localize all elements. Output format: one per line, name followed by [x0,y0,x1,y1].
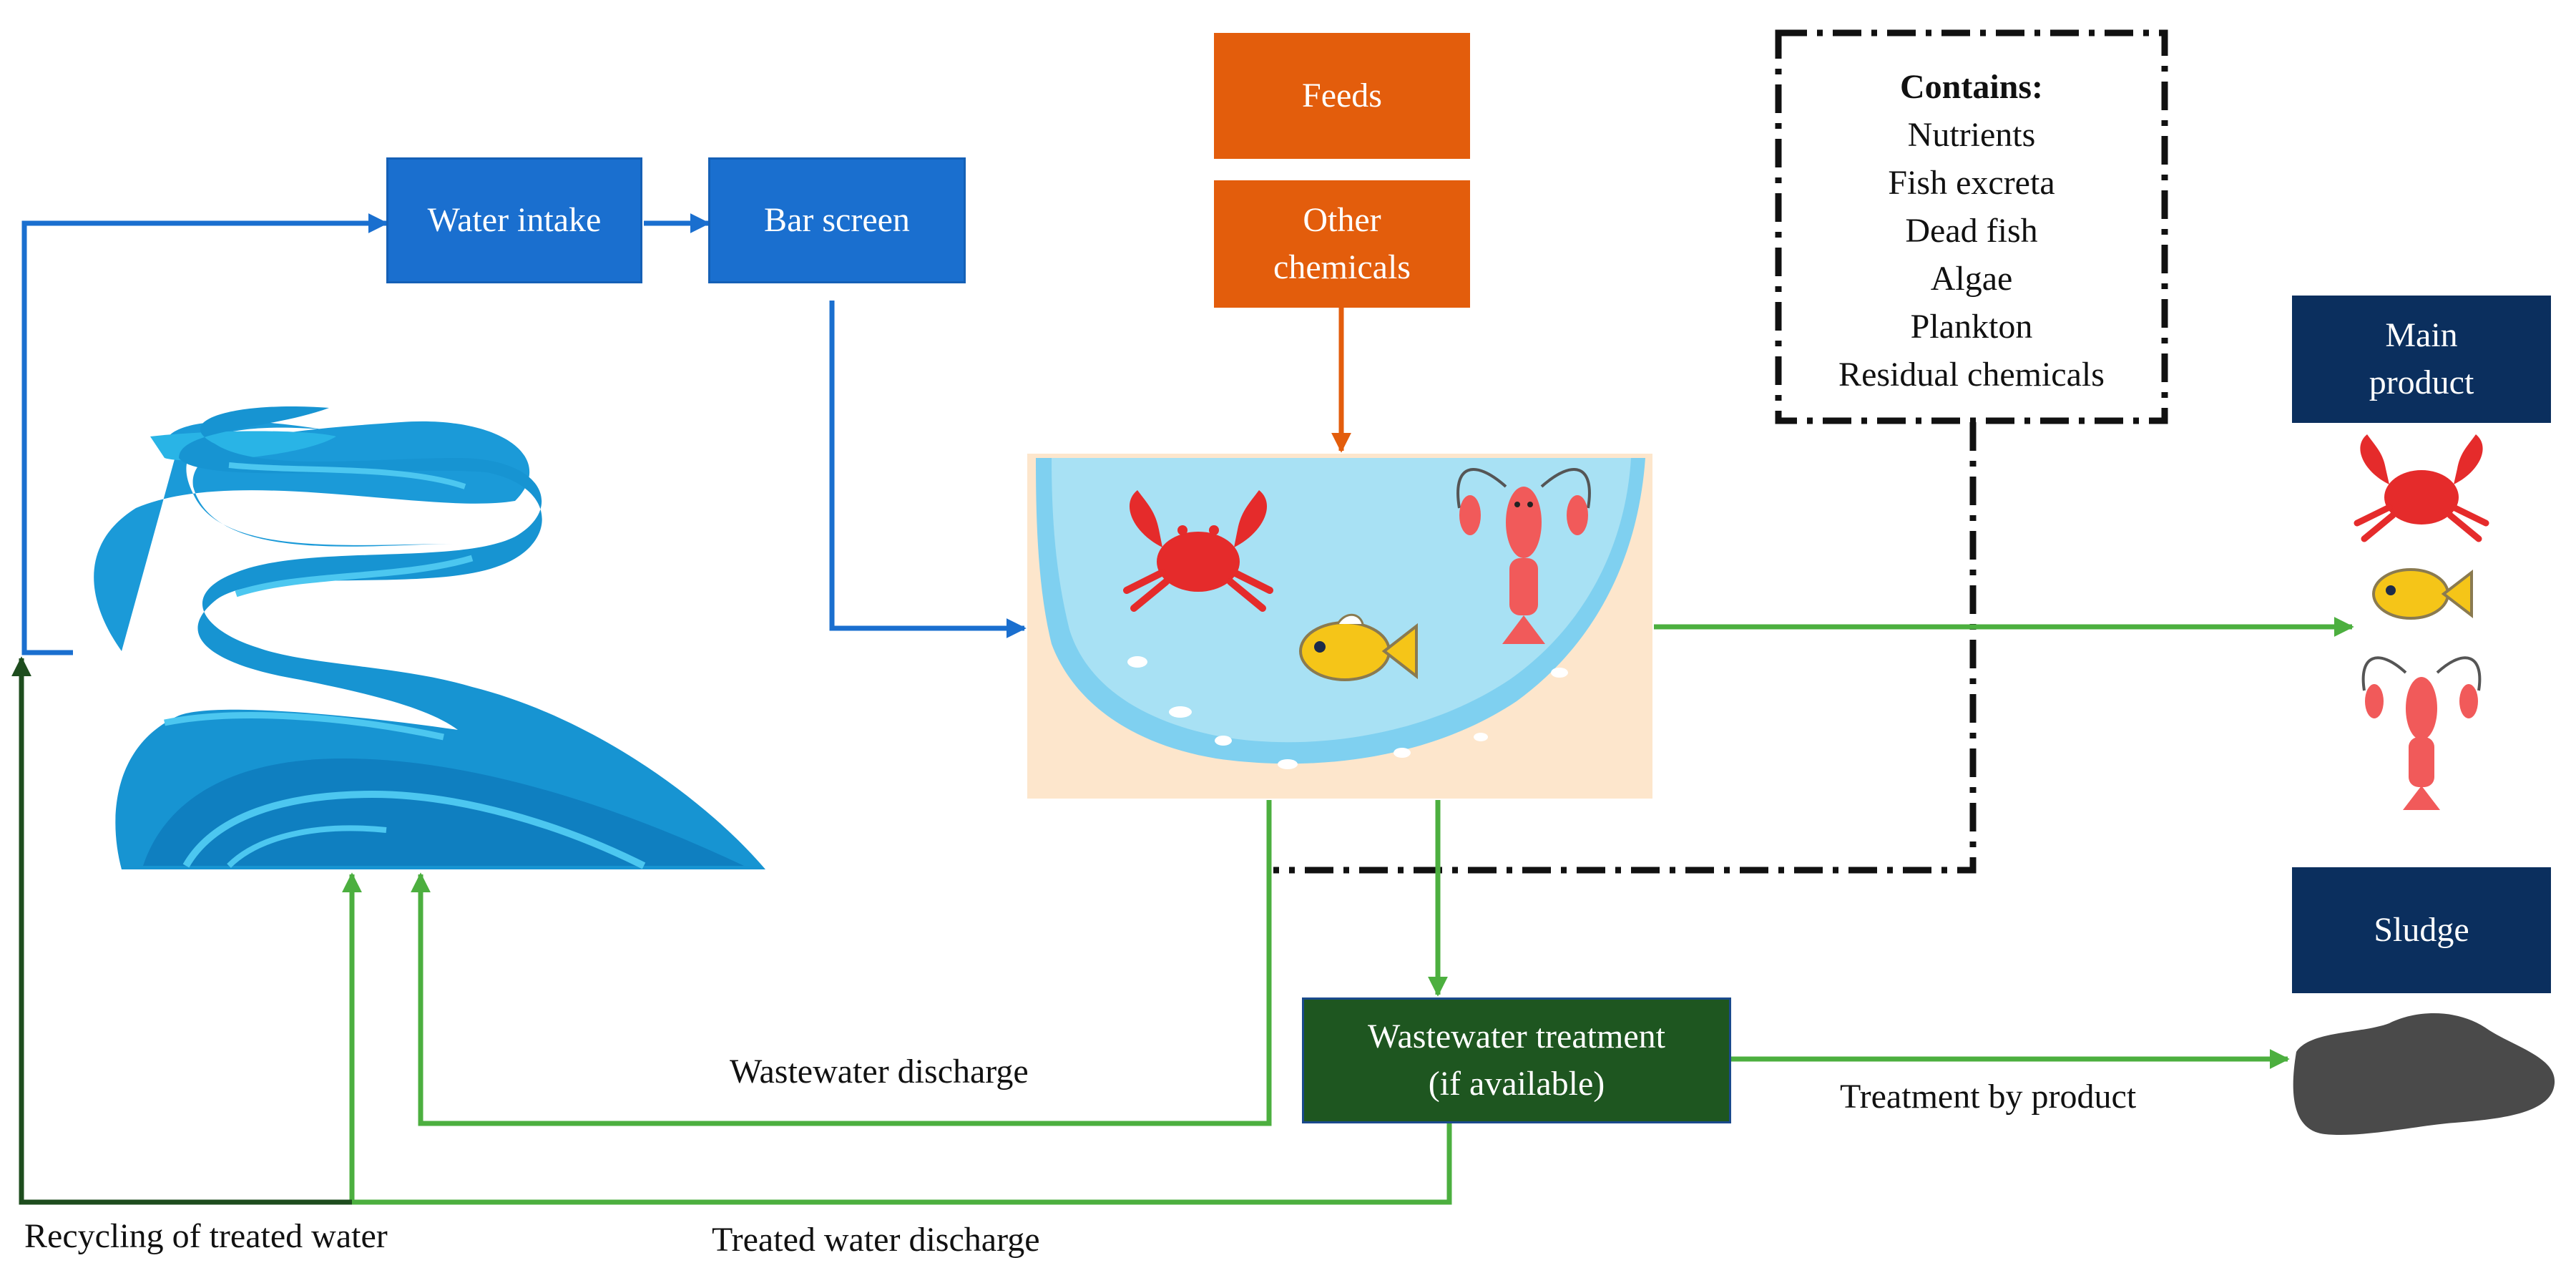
contains-title: Contains: [1899,68,2044,106]
contains-item: Residual chemicals [1838,356,2105,394]
sludge-label: Sludge [2374,911,2469,949]
product-crab-icon [2354,434,2489,542]
wastewater-treatment-label-line1: Wastewater treatment [1368,1018,1665,1055]
feeds-label: Feeds [1302,77,1382,114]
crab-icon [1123,490,1273,612]
intake-flow-arrow [21,213,388,655]
main-product-label-line2: product [2369,364,2474,401]
river-icon [94,406,765,869]
contains-border [1775,29,2168,424]
wastewater-treatment-box: Wastewater treatment (if available) [1302,997,1731,1123]
main-product-label-line1: Main [2385,316,2458,354]
fish-icon [1299,613,1418,681]
product-fish-icon [2372,568,2473,620]
contains-item: Algae [1930,260,2013,298]
lobster-icon [1456,468,1591,644]
contains-item: Dead fish [1905,212,2038,250]
contains-connector [1273,422,1977,874]
recycling-label: Recycling of treated water [24,1217,388,1255]
contains-item: Nutrients [1907,116,2036,154]
contains-box: Contains: Nutrients Fish excreta Dead fi… [1778,33,2165,421]
screen-to-pond-arrow [829,301,1027,638]
contains-item: Fish excreta [1888,164,2055,202]
water-intake-box: Water intake [386,157,642,283]
sludge-icon [2293,1013,2555,1136]
water-intake-label: Water intake [427,201,602,239]
other-chemicals-box: Other chemicals [1214,180,1470,308]
wastewater-treatment-label-line2: (if available) [1428,1065,1605,1103]
recycling-arrow [11,656,352,1205]
treated-water-discharge-arrow [342,872,1452,1205]
bar-screen-label: Bar screen [764,201,910,239]
wastewater-discharge-arrow [411,800,1272,1126]
main-product-box: Main product [2292,296,2551,423]
contains-item: Plankton [1910,308,2033,346]
treated-water-discharge-label: Treated water discharge [712,1221,1040,1259]
other-chemicals-label-line2: chemicals [1273,248,1411,286]
bar-screen-box: Bar screen [708,157,966,283]
feeds-box: Feeds [1214,33,1470,159]
product-lobster-icon [2361,656,2482,810]
wastewater-discharge-label: Wastewater discharge [730,1053,1029,1091]
sludge-box: Sludge [2292,867,2551,993]
other-chemicals-label-line1: Other [1303,201,1381,239]
treatment-by-product-label: Treatment by product [1840,1078,2137,1116]
